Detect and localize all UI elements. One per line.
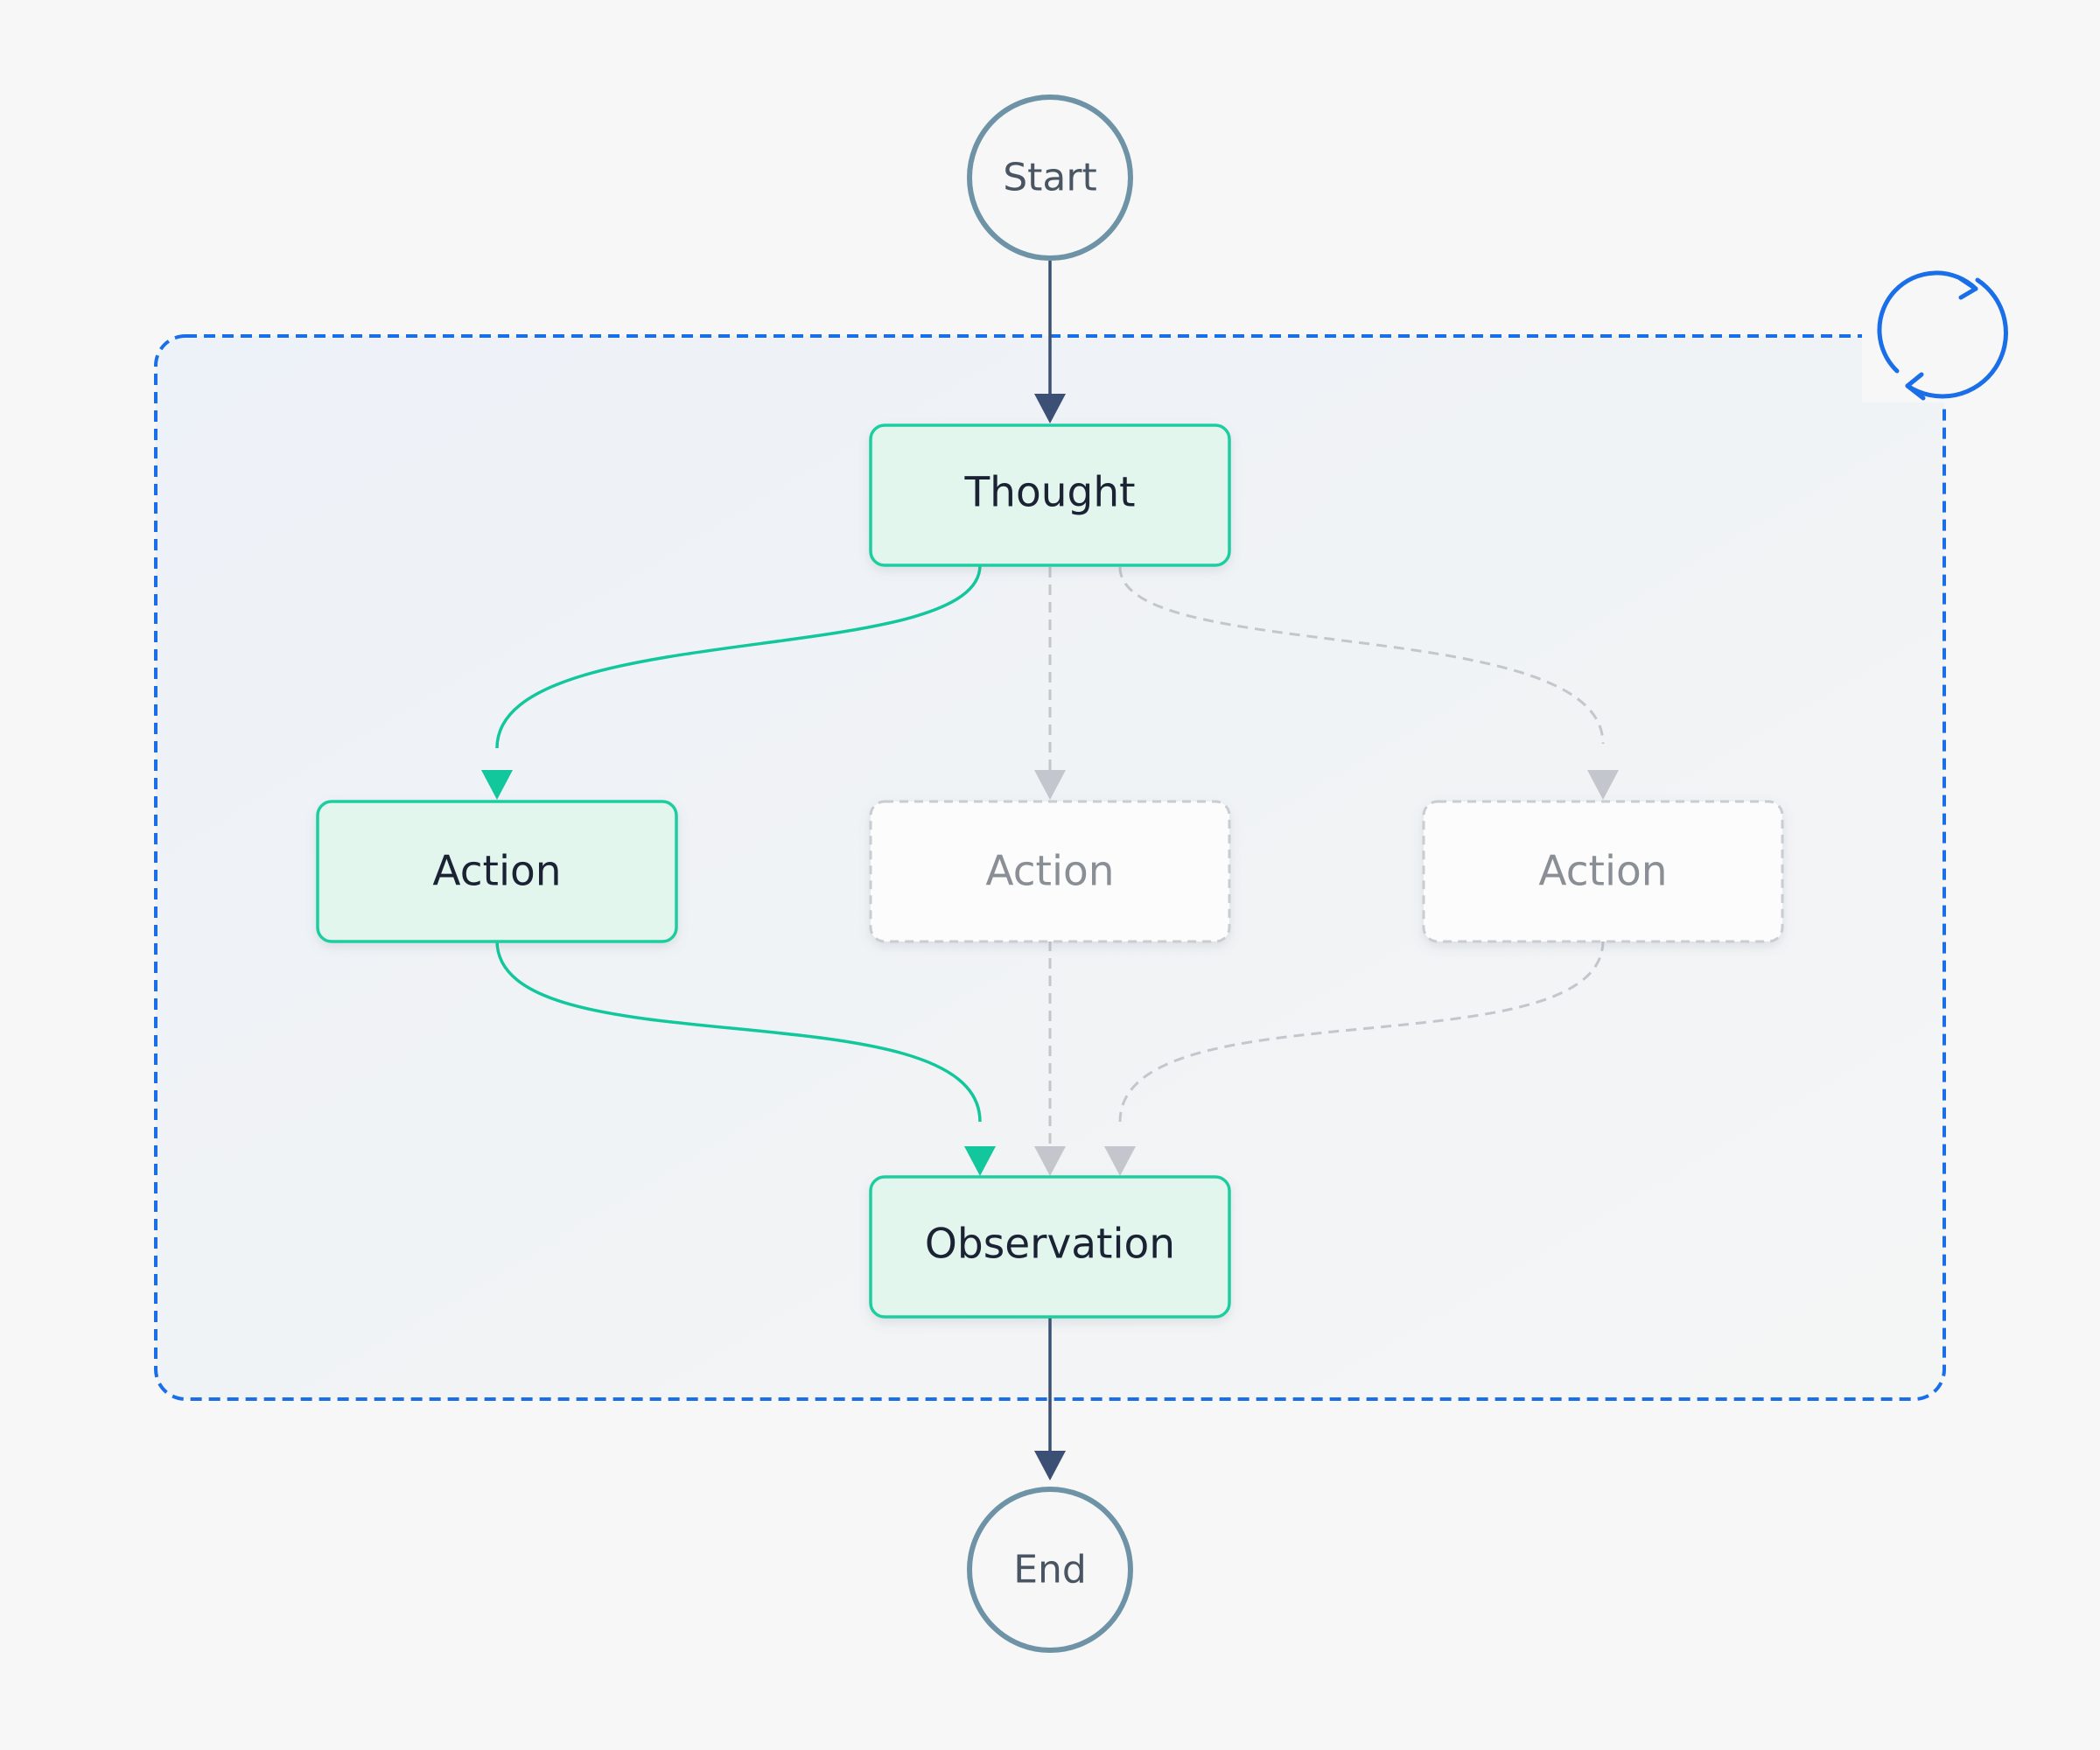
thought-to-alt-action-1-edge (1034, 567, 1066, 800)
start-to-thought-edge (1034, 261, 1066, 424)
end-node: End (967, 1487, 1133, 1653)
action-alt-2-label: Action (1538, 848, 1667, 896)
thought-to-alt-action-2-edge (1118, 566, 1619, 800)
thought-node (869, 424, 1231, 567)
action-to-observation-edge (495, 940, 996, 1176)
observation-to-end-edge (1034, 1317, 1066, 1480)
start-label: Start (1003, 156, 1097, 200)
end-label: End (1013, 1548, 1087, 1592)
action-node-active (316, 800, 678, 943)
observation-label: Observation (925, 1221, 1175, 1269)
action-alt-1-label: Action (985, 848, 1114, 896)
refresh-loop-icon (1877, 270, 2008, 401)
action-active-label: Action (432, 848, 561, 896)
observation-node (869, 1175, 1231, 1319)
start-node: Start (967, 94, 1133, 261)
action-node-alternative-2 (1422, 800, 1784, 943)
thought-label: Thought (963, 469, 1135, 517)
thought-to-action-edge (481, 564, 982, 800)
alt-action-1-to-observation-edge (1034, 941, 1066, 1176)
alt-action-2-to-observation-edge (1104, 940, 1605, 1176)
action-node-alternative-1 (869, 800, 1231, 943)
